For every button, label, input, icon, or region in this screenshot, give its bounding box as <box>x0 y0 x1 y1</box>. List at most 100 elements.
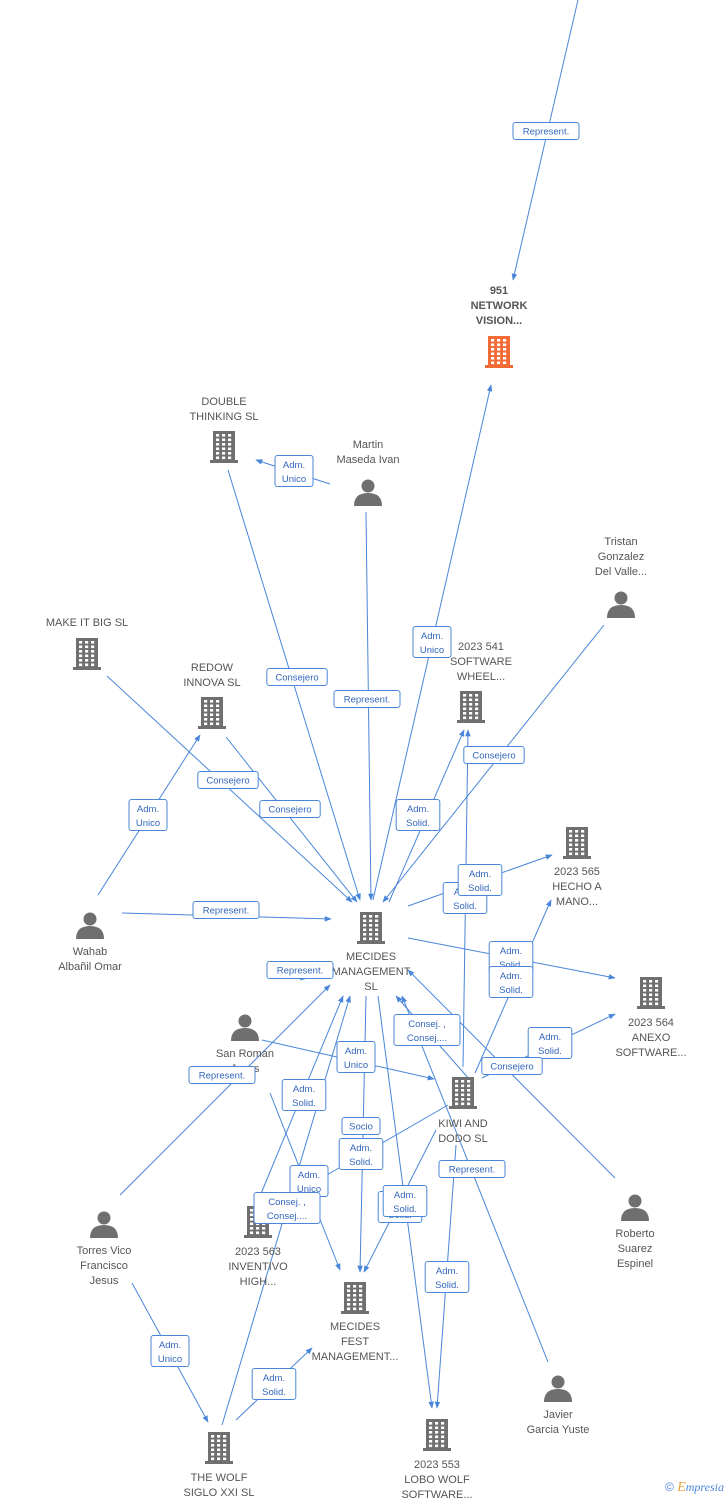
node-c564[interactable]: 2023 564ANEXOSOFTWARE... <box>615 977 687 1059</box>
svg-text:Solid.: Solid. <box>292 1098 316 1109</box>
edge-label: Represent. <box>192 901 260 919</box>
node-label: Gonzalez <box>598 551 644 563</box>
svg-text:Unico: Unico <box>297 1184 321 1195</box>
svg-text:Unico: Unico <box>158 1354 182 1365</box>
person-icon <box>354 479 382 506</box>
node-label: San Roman <box>216 1048 274 1060</box>
edge-label: Adm.Solid. <box>424 1261 470 1293</box>
svg-text:Solid.: Solid. <box>262 1387 286 1398</box>
edge-label: Adm. Solid. <box>338 1138 384 1170</box>
node-label: DOUBLE <box>201 396 246 408</box>
edge-label: Adm. Unico <box>412 626 452 658</box>
svg-text:Adm.: Adm. <box>421 631 443 642</box>
edge-27 <box>119 984 331 1196</box>
svg-text:Solid.: Solid. <box>435 1280 459 1291</box>
edge-label: Adm. Solid. <box>281 1079 327 1111</box>
svg-text:Unico: Unico <box>420 645 444 656</box>
node-label: MECIDES <box>346 951 396 963</box>
building-icon <box>563 827 591 859</box>
node-label: LOBO WOLF <box>404 1474 470 1486</box>
edge-label: Adm.Unico <box>274 455 314 487</box>
edge-7 <box>225 736 358 903</box>
edge-label: Adm.Solid. <box>457 864 503 896</box>
svg-text:Adm.: Adm. <box>345 1046 367 1057</box>
node-label: Wahab <box>73 946 107 958</box>
edge-label: Adm. Solid. <box>527 1027 573 1059</box>
svg-text:Adm.: Adm. <box>263 1373 285 1384</box>
edges <box>97 0 616 1426</box>
node-label: INVENTIVO <box>228 1261 288 1273</box>
node-label: HECHO A <box>552 881 602 893</box>
svg-text:Solid.: Solid. <box>393 1204 417 1215</box>
svg-text:Adm.: Adm. <box>293 1084 315 1095</box>
node-label: 951 <box>490 285 508 297</box>
svg-text:Consejero: Consejero <box>472 751 515 762</box>
edge-label: Adm.Solid. <box>395 799 441 831</box>
edge-label: Adm.Unico <box>289 1165 329 1197</box>
svg-text:Consej....: Consej.... <box>267 1211 307 1222</box>
person-icon <box>544 1375 572 1402</box>
node-label: FEST <box>341 1336 369 1348</box>
building-icon <box>457 691 485 723</box>
node-n951[interactable]: 951NETWORKVISION... <box>471 285 528 368</box>
building-icon <box>210 431 238 463</box>
node-label: 2023 565 <box>554 866 600 878</box>
svg-text:Represent.: Represent. <box>199 1071 245 1082</box>
node-label: Jesus <box>90 1275 119 1287</box>
node-label: MANO... <box>556 896 598 908</box>
building-icon <box>637 977 665 1009</box>
node-label: KIWI AND <box>438 1118 488 1130</box>
node-label: SIGLO XXI SL <box>184 1487 255 1499</box>
node-label: MECIDES <box>330 1321 380 1333</box>
edge-label: Adm. Solid. <box>382 1185 428 1217</box>
edge-label: Socio <box>341 1117 381 1135</box>
node-label: 2023 564 <box>628 1017 674 1029</box>
svg-text:Solid.: Solid. <box>538 1046 562 1057</box>
building-icon <box>449 1077 477 1109</box>
svg-text:Unico: Unico <box>344 1060 368 1071</box>
copyright-symbol: © <box>665 1480 674 1494</box>
svg-text:Adm.: Adm. <box>350 1143 372 1154</box>
node-label: 2023 553 <box>414 1459 460 1471</box>
svg-text:Solid.: Solid. <box>406 818 430 829</box>
edge-label: Adm. Unico <box>336 1041 376 1073</box>
node-c541[interactable]: 2023 541SOFTWAREWHEEL... <box>450 641 512 723</box>
node-label: NETWORK <box>471 300 528 312</box>
empresia-brand: © Empresia <box>665 1480 724 1496</box>
svg-text:Consejero: Consejero <box>268 805 311 816</box>
node-label: 2023 541 <box>458 641 504 653</box>
node-label: 2023 563 <box>235 1246 281 1258</box>
svg-text:Solid.: Solid. <box>349 1157 373 1168</box>
edge-label: Represent. <box>266 961 334 979</box>
svg-text:Adm.: Adm. <box>137 804 159 815</box>
node-fest[interactable]: MECIDESFESTMANAGEMENT... <box>312 1282 399 1363</box>
edge-label: Consej. ,Consej.... <box>393 1014 461 1046</box>
person-icon <box>90 1211 118 1238</box>
edge-label: Represent. <box>333 690 401 708</box>
svg-text:Adm.: Adm. <box>394 1190 416 1201</box>
svg-text:Represent.: Represent. <box>203 906 249 917</box>
edge-label: Consejero <box>463 746 525 764</box>
svg-text:Adm.: Adm. <box>283 460 305 471</box>
node-sanroman[interactable]: San RomanJesus <box>216 1014 274 1076</box>
node-label: Del Valle... <box>595 566 647 578</box>
node-makeit[interactable]: MAKE IT BIG SL <box>46 617 128 670</box>
node-label: Tristan <box>604 536 637 548</box>
node-label: SL <box>364 981 377 993</box>
svg-text:Adm.: Adm. <box>539 1032 561 1043</box>
node-label: Roberto <box>615 1228 654 1240</box>
